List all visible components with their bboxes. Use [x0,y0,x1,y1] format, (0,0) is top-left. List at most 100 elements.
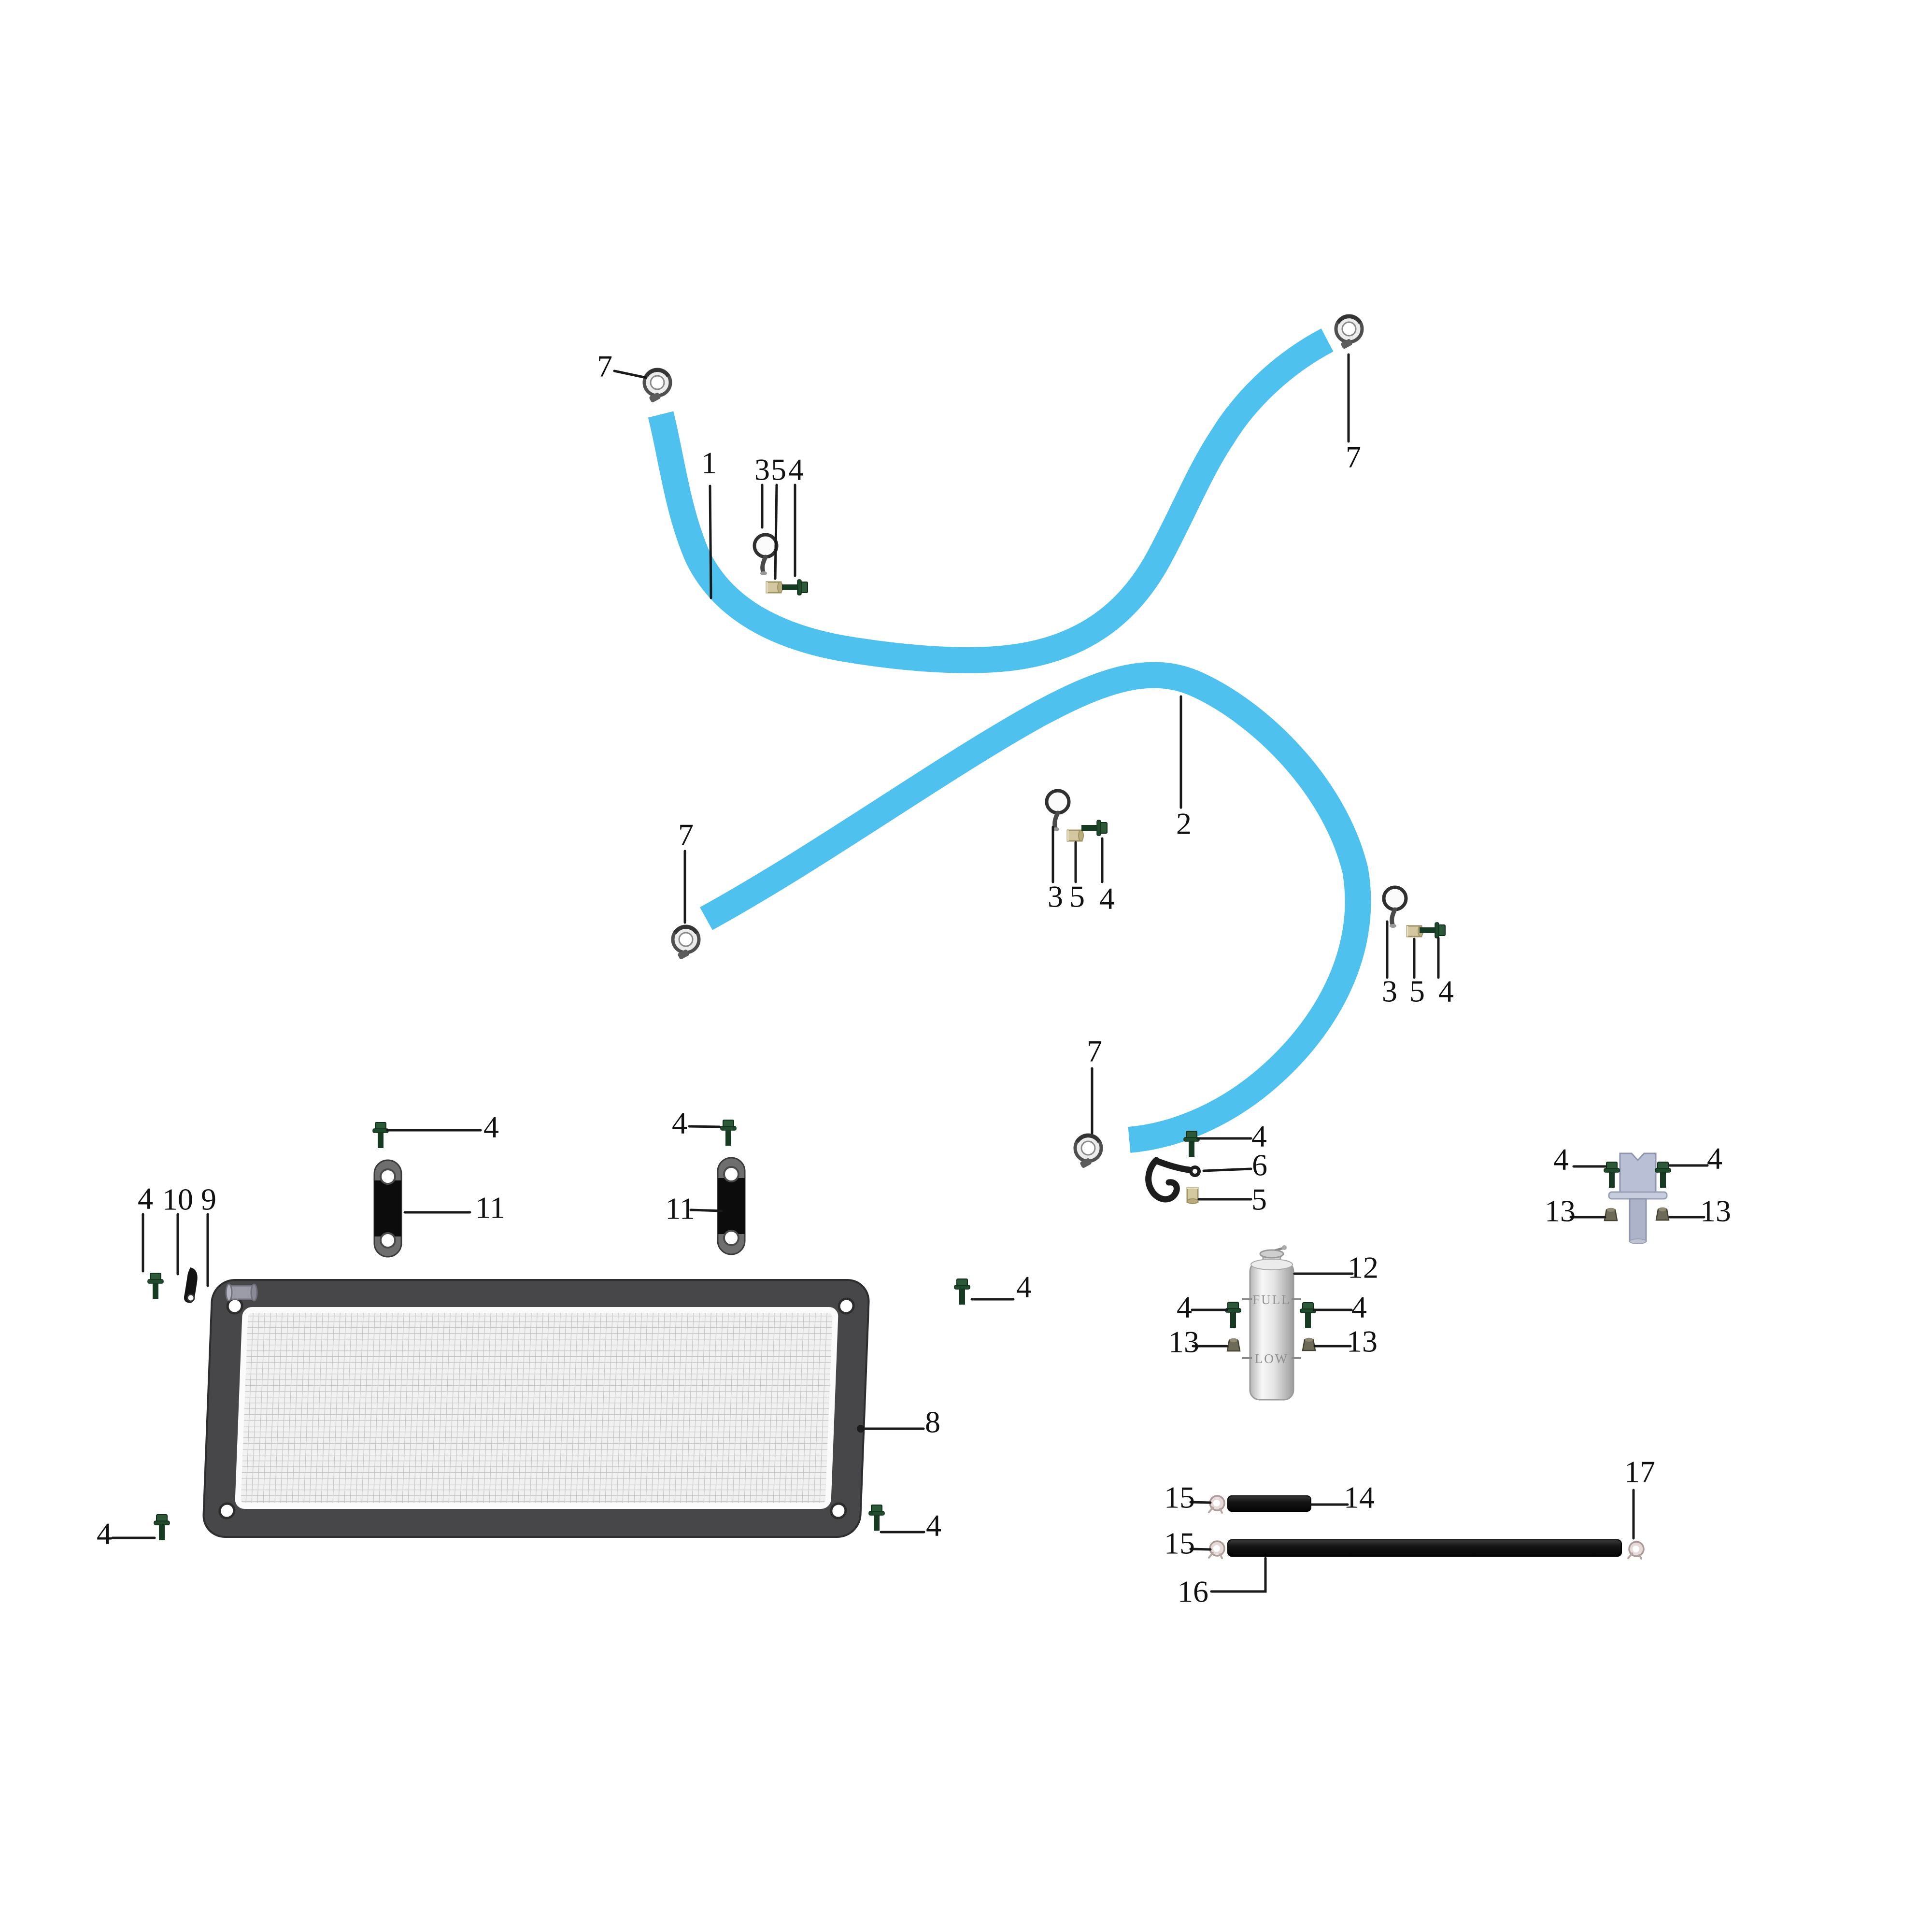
part-number-label: 6 [1252,1148,1267,1182]
radiator-mesh [235,1307,838,1509]
bracket-hole [723,1166,739,1182]
bracket-hole [380,1232,396,1249]
part-number-label: 4 [1016,1270,1032,1304]
bolt-v-icon [154,1514,170,1540]
part-number-label: 14 [1344,1480,1375,1515]
part-number-label: 4 [1438,974,1454,1009]
callout-part-4: 4 [788,453,804,577]
part-number-label: 13 [1545,1194,1576,1228]
callout-part-4: 4 [1177,1290,1228,1324]
callout-part-5: 5 [1409,938,1425,1009]
reservoir-full-mark: FULL [1252,1293,1291,1307]
callout-part-4: 4 [1553,1142,1607,1177]
callout-part-4: 4 [970,1270,1032,1304]
bolt-v-icon [720,1120,737,1146]
part-number-label: 7 [1346,440,1361,474]
clamp-icon [642,368,672,402]
callout-part-4: 4 [1437,937,1454,1009]
callout-part-12: 12 [1293,1250,1378,1285]
p-clip-icon [1382,885,1408,928]
part-number-label: 4 [1707,1141,1722,1176]
funnel-stem [1629,1198,1647,1242]
part-number-label: 4 [1177,1290,1192,1324]
clip-icon [1208,1540,1225,1559]
radiator-bracket [373,1159,402,1258]
bolt-v-icon [1300,1302,1316,1328]
part-number-label: 8 [925,1405,940,1439]
clamp-icon [1334,314,1364,349]
callout-part-5: 5 [771,453,786,580]
leader-line [613,369,648,379]
callout-part-8: 8 [857,1405,940,1439]
callout-part-4: 4 [1668,1141,1722,1176]
grommet-icon [1655,1207,1670,1221]
grommet-icon [1226,1338,1241,1352]
spool-icon [225,1283,258,1302]
radiator-mount-hole [830,1502,847,1520]
spacer-icon [1186,1187,1199,1204]
leader-dot [857,1425,865,1433]
part-number-label: 9 [201,1182,216,1217]
clamp-icon [1073,1133,1103,1168]
callout-part-4: 4 [386,1110,499,1144]
reservoir-cap-lever-tip [1282,1245,1287,1250]
reservoir-shoulder [1250,1259,1293,1270]
callout-part-16: 16 [1178,1557,1267,1609]
callout-part-7: 7 [1346,353,1361,474]
bracket-band [374,1180,401,1236]
bolt-h-icon [1081,820,1108,836]
callout-part-4: 4 [880,1508,941,1543]
callout-part-7: 7 [1087,1034,1102,1135]
part-number-label: 11 [665,1192,695,1226]
part-number-label: 2 [1176,807,1192,841]
small-parts-layer [147,314,1671,1560]
bracket-hole [723,1230,739,1246]
leader-line [689,1208,723,1212]
part-number-label: 4 [138,1181,153,1216]
radiator-mount-hole [218,1502,236,1520]
bolt-v-icon [868,1505,885,1531]
part-number-label: 4 [926,1508,941,1543]
grommet-icon [1604,1208,1618,1222]
part-number-label: 4 [1099,881,1115,916]
bolt-h-icon [782,579,808,596]
part-number-label: 10 [162,1182,193,1217]
callout-part-6: 6 [1202,1148,1267,1182]
filler-neck-fitting [1608,1152,1668,1244]
bolt-v-icon [372,1122,389,1148]
callout-part-14: 14 [1310,1480,1375,1515]
callout-part-4: 4 [138,1181,153,1273]
leader-line [1202,1167,1252,1172]
bolt-v-icon [1183,1131,1200,1157]
funnel-stem-end [1629,1238,1647,1244]
callout-part-5: 5 [1069,841,1085,914]
part-number-label: 4 [672,1106,687,1140]
funnel-cup [1619,1152,1657,1193]
part-number-label: 4 [483,1110,499,1144]
funnel-flange [1608,1191,1668,1200]
rubber-tube-16 [1227,1539,1622,1557]
reservoir-low-mark: LOW [1255,1351,1289,1366]
callout-part-13: 13 [1545,1194,1606,1228]
leader-line [1210,1557,1267,1593]
part-number-label: 13 [1700,1194,1731,1228]
callout-part-13: 13 [1313,1324,1378,1359]
part-number-label: 1 [701,446,717,480]
clip-icon [1627,1541,1645,1560]
callout-part-15: 15 [1164,1480,1212,1515]
part-number-label: 5 [1069,880,1085,914]
coolant-hose-1 [648,328,1334,673]
bolt-v-icon [147,1273,164,1299]
leader-line [688,1125,721,1128]
part-number-label: 3 [754,453,770,487]
callout-part-3: 3 [1048,825,1063,914]
bracket-hole [380,1168,396,1185]
part-number-label: 12 [1348,1250,1378,1285]
part-number-label: 4 [1553,1142,1569,1177]
p-clip-icon [1045,789,1071,831]
part-number-label: 4 [1351,1290,1367,1324]
part-number-label: 7 [678,818,694,852]
callout-part-7: 7 [678,818,694,924]
